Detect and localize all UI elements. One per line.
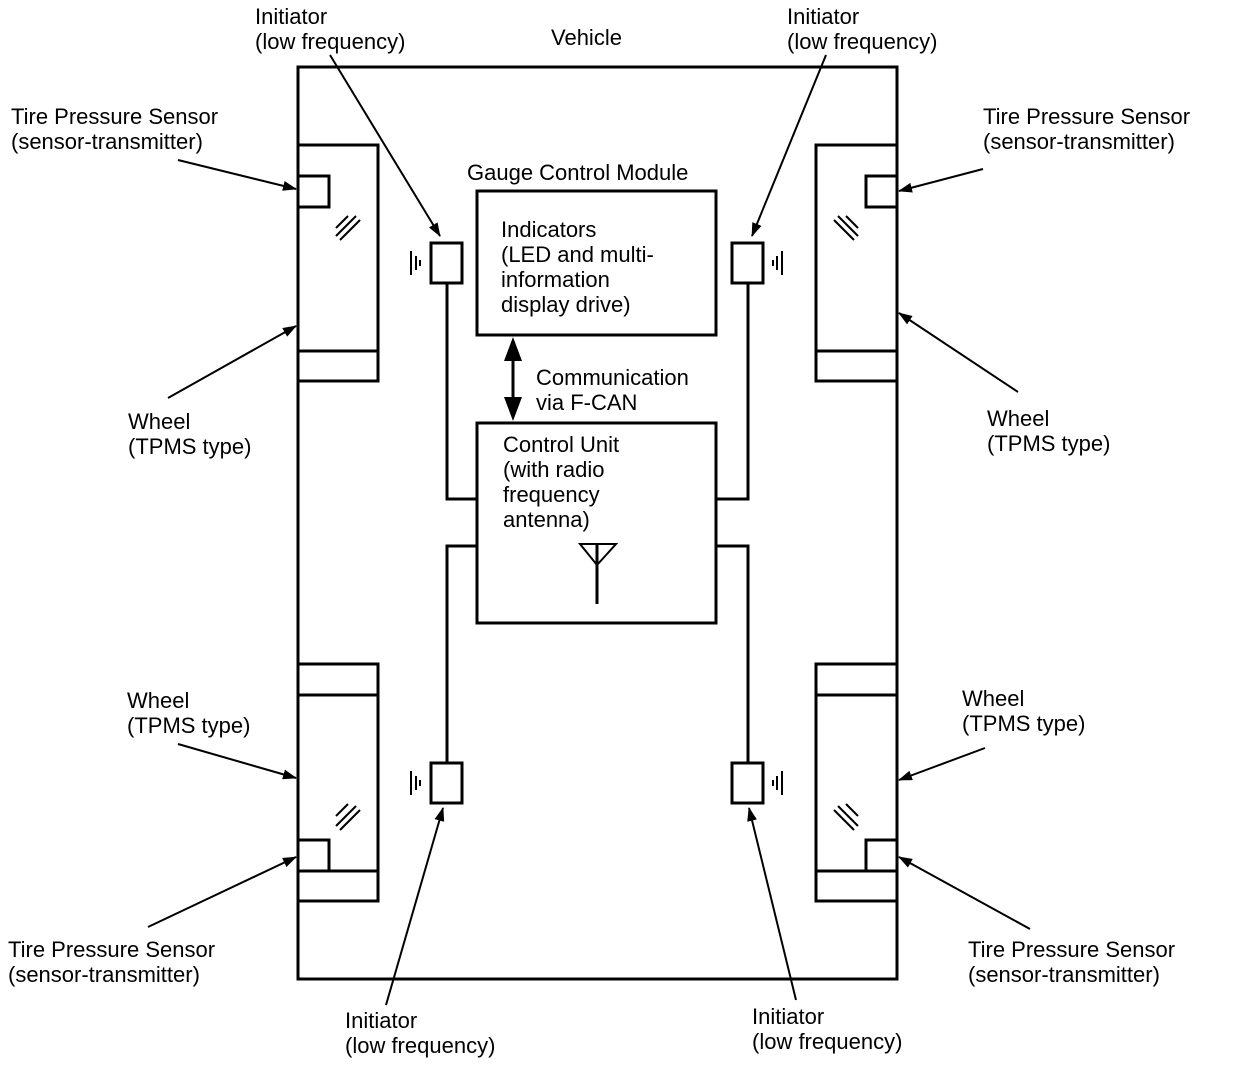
signal-mark-icon <box>772 771 783 795</box>
signal-mark-icon <box>833 803 859 831</box>
leader-initiator-bl <box>385 807 445 1006</box>
wheel-label-top-right: Wheel(TPMS type) <box>987 406 1111 456</box>
antenna-icon <box>577 543 619 604</box>
wheel-top-right <box>814 143 899 383</box>
sensor-label-bottom-left: Tire Pressure Sensor(sensor-transmitter) <box>8 937 216 987</box>
leader-sensor-tr <box>898 168 984 193</box>
wheel-label-top-left: Wheel(TPMS type) <box>128 409 252 459</box>
wheel-bottom-left <box>296 662 380 903</box>
signal-mark-icon <box>410 771 421 795</box>
vehicle-label: Vehicle <box>551 25 622 50</box>
wheel-label-bottom-right: Wheel(TPMS type) <box>962 686 1086 736</box>
leader-initiator-br <box>747 807 797 1001</box>
leader-sensor-bl <box>147 856 297 928</box>
leader-wheel-tl <box>167 325 297 399</box>
control-unit-box <box>475 421 718 625</box>
sensor-label-bottom-right: Tire Pressure Sensor(sensor-transmitter) <box>968 937 1176 987</box>
wire-top-left <box>445 283 477 501</box>
initiator-icon <box>730 761 765 805</box>
leader-wheel-br <box>898 747 986 781</box>
wire-bottom-right <box>716 544 750 763</box>
signal-mark-icon <box>410 251 421 275</box>
initiator-label-top-left: Initiator(low frequency) <box>255 4 406 54</box>
double-arrow-icon <box>504 337 522 421</box>
wire-top-right <box>716 283 750 501</box>
wheel-bottom-right <box>814 662 899 903</box>
initiator-icon <box>429 241 464 285</box>
signal-mark-icon <box>833 215 859 241</box>
leader-wheel-tr <box>898 312 1019 393</box>
sensor-label-top-right: Tire Pressure Sensor(sensor-transmitter) <box>983 104 1191 154</box>
initiator-label-bottom-right: Initiator(low frequency) <box>752 1004 903 1054</box>
initiator-label-top-right: Initiator(low frequency) <box>787 4 938 54</box>
leader-initiator-tl <box>329 54 441 237</box>
vehicle-outline <box>296 65 899 981</box>
leader-sensor-br <box>898 856 1031 930</box>
signal-mark-icon <box>335 215 361 241</box>
sensor-label-top-left: Tire Pressure Sensor(sensor-transmitter) <box>11 104 219 154</box>
wheel-label-bottom-left: Wheel(TPMS type) <box>127 688 251 738</box>
wheel-top-left <box>296 143 380 383</box>
wire-bottom-left <box>445 544 477 763</box>
leader-wheel-bl <box>177 743 297 780</box>
leader-initiator-tr <box>751 54 827 237</box>
initiator-icon <box>730 241 765 285</box>
leader-sensor-tl <box>177 159 297 191</box>
initiator-icon <box>429 761 464 805</box>
gauge-control-module-label: Gauge Control Module <box>467 160 689 185</box>
signal-mark-icon <box>335 803 361 831</box>
signal-mark-icon <box>772 251 783 275</box>
initiator-label-bottom-left: Initiator(low frequency) <box>345 1008 496 1058</box>
gauge-control-module-box <box>475 189 718 337</box>
